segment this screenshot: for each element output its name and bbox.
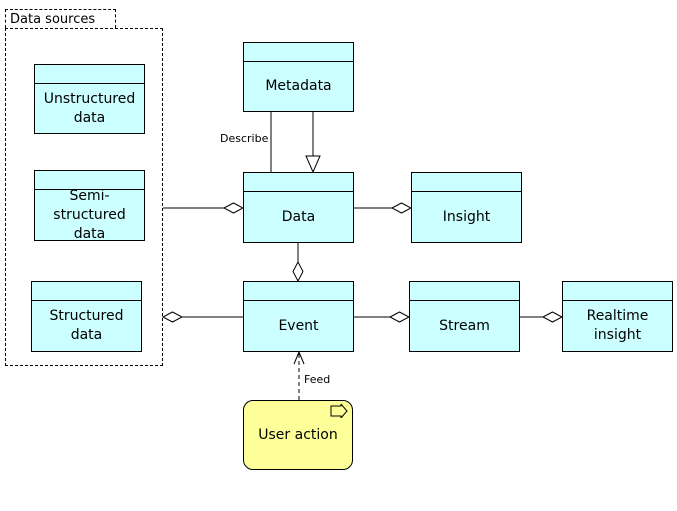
describe-label: Describe <box>220 132 269 145</box>
node-label: Semi-structured data <box>53 187 126 242</box>
node-header <box>35 65 144 84</box>
node-semi-structured-data[interactable]: Semi-structured data <box>34 170 145 242</box>
feed-label: Feed <box>304 373 331 386</box>
node-label: Structured data <box>49 308 124 343</box>
aggregation-diamond <box>222 202 245 214</box>
node-event[interactable]: Event <box>243 281 354 352</box>
node-label: Metadata <box>265 78 332 94</box>
node-realtime-insight[interactable]: Realtime insight <box>562 281 673 352</box>
node-header <box>244 173 353 192</box>
generalization-arrowhead <box>305 155 321 174</box>
node-header <box>410 282 519 301</box>
node-header <box>32 282 141 301</box>
aggregation-diamond <box>292 260 304 283</box>
node-label: Unstructured data <box>43 90 136 126</box>
node-metadata[interactable]: Metadata <box>243 42 354 112</box>
node-header <box>563 282 672 301</box>
node-label: Event <box>278 317 319 334</box>
node-label: Data <box>281 208 316 225</box>
node-structured-data[interactable]: Structured data <box>31 281 142 352</box>
node-insight[interactable]: Insight <box>411 172 522 243</box>
data-sources-group[interactable] <box>5 28 163 366</box>
node-label: Realtime insight <box>586 308 649 343</box>
aggregation-diamond <box>388 311 411 323</box>
node-stream[interactable]: Stream <box>409 281 520 352</box>
node-data[interactable]: Data <box>243 172 354 243</box>
aggregation-diamond <box>161 311 184 323</box>
node-user-action[interactable]: User action <box>243 400 353 470</box>
feed-arrowhead <box>293 350 305 365</box>
aggregation-diamond <box>390 202 413 214</box>
node-header <box>244 282 353 301</box>
node-unstructured-data[interactable]: Unstructured data <box>34 64 145 134</box>
business-event-icon <box>330 404 348 418</box>
node-label: User action <box>258 427 338 443</box>
node-header <box>35 171 144 190</box>
node-label: Insight <box>442 208 491 225</box>
node-label: Stream <box>439 317 490 334</box>
node-header <box>412 173 521 192</box>
data-sources-group-title: Data sources <box>5 9 116 28</box>
aggregation-diamond <box>541 311 564 323</box>
node-header <box>244 43 353 62</box>
